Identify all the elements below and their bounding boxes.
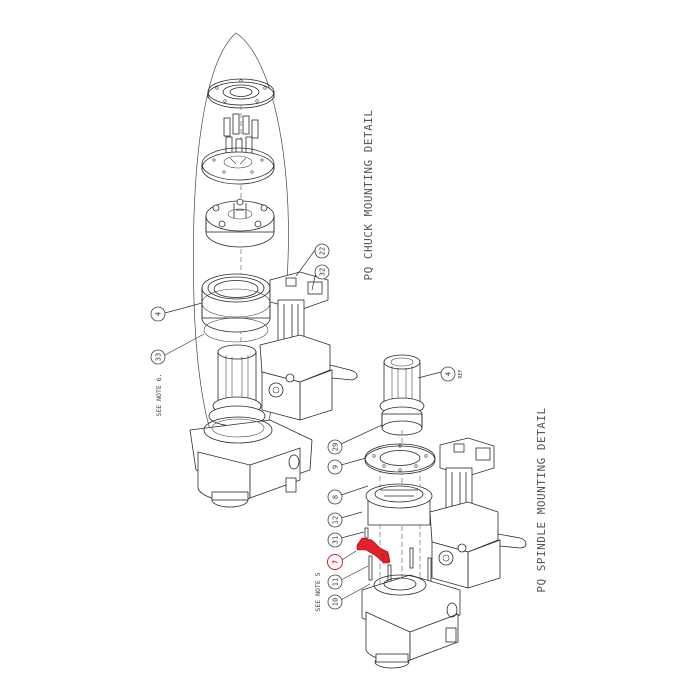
balloon-9[interactable]: 9 (327, 459, 343, 475)
chuck-actuator-assembly (259, 271, 358, 421)
chuck-body-plate (201, 147, 275, 185)
highlighted-part-7[interactable] (356, 537, 391, 564)
spindle-balloons: 4 REF 29 9 8 12 (314, 366, 464, 612)
see-note-5: SEE NOTE 5 (314, 572, 322, 611)
balloon-33[interactable]: 33 (150, 349, 166, 365)
svg-text:7: 7 (332, 560, 340, 564)
chuck-adapter (205, 198, 275, 248)
svg-text:9: 9 (332, 465, 340, 469)
chuck-ring (201, 273, 271, 343)
chuck-spindle-cartridge (208, 344, 266, 427)
chuck-detail-title: PQ CHUCK MOUNTING DETAIL (362, 110, 375, 281)
see-note-6: SEE NOTE 6. (155, 373, 163, 416)
chuck-headstock-housing (189, 416, 313, 508)
svg-text:10: 10 (332, 598, 340, 606)
chuck-jaws (223, 113, 259, 156)
svg-text:4: 4 (445, 372, 453, 376)
svg-text:33: 33 (155, 353, 163, 361)
chuck-top-flange (207, 78, 275, 109)
svg-text:8: 8 (332, 495, 340, 499)
svg-text:29: 29 (332, 443, 340, 451)
svg-text:22: 22 (319, 247, 327, 255)
balloon-4-ref[interactable]: 4 REF (440, 366, 464, 382)
spindle-actuator-assembly (429, 437, 527, 589)
svg-text:12: 12 (332, 516, 340, 524)
chuck-detail-group: 22 32 4 33 SEE NOTE 6. PQ CHUCK MOUNTING… (150, 32, 375, 508)
svg-text:4: 4 (155, 312, 163, 316)
spindle-base-housing (361, 574, 461, 669)
balloon-4[interactable]: 4 (150, 306, 166, 322)
balloon-10[interactable]: 10 (327, 594, 343, 610)
chuck-balloons: 22 32 4 33 SEE NOTE 6. (150, 243, 330, 417)
balloon-11[interactable]: 11 (327, 574, 343, 590)
svg-text:31: 31 (332, 536, 340, 544)
balloon-22[interactable]: 22 (314, 243, 330, 259)
balloon-12[interactable]: 12 (327, 512, 343, 528)
spindle-housing-8 (365, 483, 433, 526)
balloon-8[interactable]: 8 (327, 489, 343, 505)
balloon-32[interactable]: 32 (314, 264, 330, 280)
balloon-7-highlighted[interactable]: 7 (327, 554, 343, 570)
spindle-detail-title: PQ SPINDLE MOUNTING DETAIL (535, 407, 548, 592)
svg-text:32: 32 (319, 268, 327, 276)
spindle-cartridge (379, 354, 425, 436)
spindle-plate-9 (364, 443, 436, 475)
balloon-29[interactable]: 29 (327, 439, 343, 455)
spindle-detail-group: 4 REF 29 9 8 12 (314, 354, 548, 669)
svg-text:11: 11 (332, 578, 340, 586)
balloon-31[interactable]: 31 (327, 532, 343, 548)
svg-text:REF: REF (458, 369, 464, 378)
